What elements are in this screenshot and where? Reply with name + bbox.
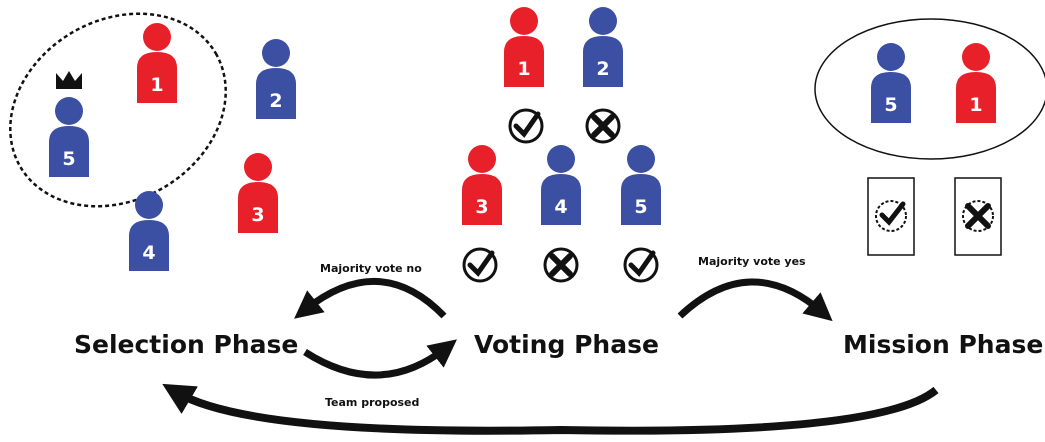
- majority-vote-no-label: Majority vote no: [320, 262, 422, 275]
- svg-text:2: 2: [269, 90, 282, 112]
- arrow-majority-yes: [677, 278, 833, 322]
- voting-phase-label: Voting Phase: [474, 330, 659, 359]
- voter-3-token: 3: [462, 145, 502, 225]
- arrow-team-proposed: [303, 339, 458, 379]
- player-3-token: 3: [238, 153, 278, 233]
- svg-text:3: 3: [251, 204, 264, 226]
- x-circle-icon: [585, 108, 621, 144]
- voter-5-token: 5: [621, 145, 661, 225]
- player-5-token: 5: [49, 97, 89, 177]
- crown-icon: [56, 71, 82, 89]
- player-4-token: 4: [129, 191, 169, 271]
- arrow-mission-return: [162, 383, 939, 435]
- voter-4-token: 4: [541, 145, 581, 225]
- svg-text:5: 5: [634, 196, 647, 218]
- svg-text:4: 4: [142, 242, 155, 264]
- selection-phase-label: Selection Phase: [74, 330, 299, 359]
- check-circle-icon: [462, 247, 498, 283]
- mission-player-1-token: 1: [956, 43, 996, 123]
- svg-text:5: 5: [884, 94, 897, 116]
- x-circle-icon: [543, 247, 579, 283]
- proposed-team-outline: [9, 12, 227, 208]
- check-circle-icon: [508, 108, 544, 144]
- svg-text:4: 4: [554, 196, 567, 218]
- player-2-token: 2: [256, 39, 296, 119]
- mission-player-5-token: 5: [871, 43, 911, 123]
- majority-vote-yes-label: Majority vote yes: [698, 255, 806, 268]
- x-card-icon: [954, 177, 1002, 256]
- mission-phase-label: Mission Phase: [843, 330, 1044, 359]
- mission-team-outline: [814, 18, 1045, 160]
- svg-text:1: 1: [517, 58, 530, 80]
- check-card-icon: [867, 177, 915, 256]
- svg-text:1: 1: [150, 74, 163, 96]
- svg-text:2: 2: [596, 58, 609, 80]
- team-proposed-label: Team proposed: [325, 396, 420, 409]
- player-1-token: 1: [137, 23, 177, 103]
- svg-text:1: 1: [969, 94, 982, 116]
- voter-1-token: 1: [504, 7, 544, 87]
- svg-text:5: 5: [62, 148, 75, 170]
- check-circle-icon: [623, 247, 659, 283]
- arrow-majority-no: [294, 278, 447, 319]
- svg-text:3: 3: [475, 196, 488, 218]
- voter-2-token: 2: [583, 7, 623, 87]
